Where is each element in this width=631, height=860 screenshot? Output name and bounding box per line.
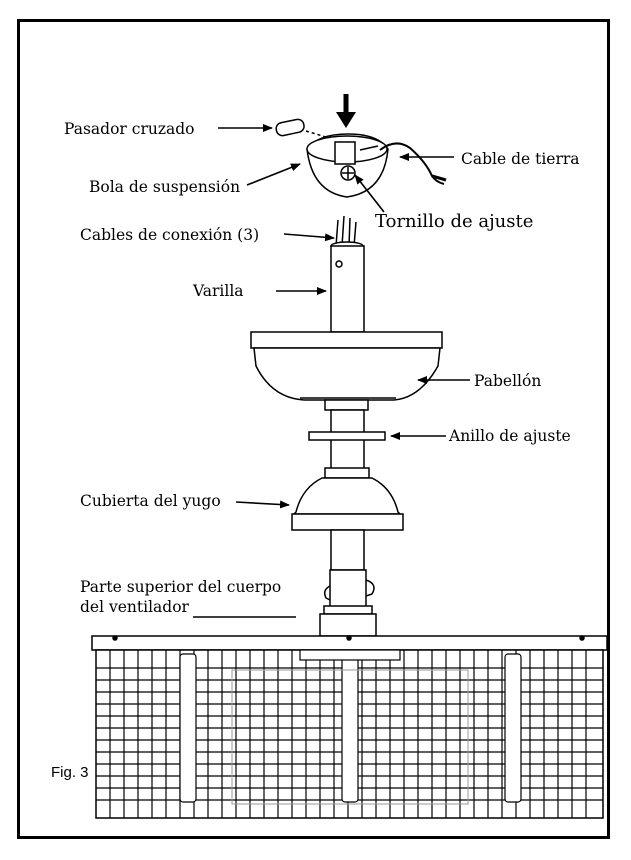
- set-screw-arrow: [354, 174, 385, 213]
- canopy-ring-drawing: [308, 431, 386, 441]
- label-cross-pin: Pasador cruzado: [64, 120, 195, 138]
- motor-coupling-drawing: [319, 569, 377, 637]
- label-ground-wire: Cable de tierra: [461, 150, 580, 168]
- downrod-drawing: [330, 215, 365, 333]
- label-fan-top-line1: Parte superior del cuerpo: [80, 578, 281, 596]
- lead-wires-arrow: [283, 233, 335, 242]
- yoke-cover-arrow: [235, 500, 290, 509]
- yoke-cover-drawing: [291, 467, 404, 571]
- label-canopy-ring: Anillo de ajuste: [448, 427, 571, 445]
- label-lead-wires: Cables de conexión (3): [80, 226, 259, 244]
- figure-frame: [17, 19, 610, 839]
- label-hanger-ball: Bola de suspensión: [89, 178, 240, 196]
- canopy-drawing: [250, 331, 443, 471]
- label-downrod: Varilla: [192, 282, 244, 300]
- fan-body-drawing: [91, 635, 608, 819]
- hanger-ball-arrow: [246, 163, 301, 186]
- label-canopy: Pabellón: [474, 372, 541, 390]
- figure-caption: Fig. 3: [51, 764, 89, 781]
- label-yoke-cover: Cubierta del yugo: [80, 492, 221, 510]
- label-fan-top-line2: del ventilador: [80, 598, 190, 616]
- hanger-ball-drawing: [275, 94, 447, 198]
- label-set-screw: Tornillo de ajuste: [375, 211, 533, 232]
- leader-arrows: [193, 124, 470, 618]
